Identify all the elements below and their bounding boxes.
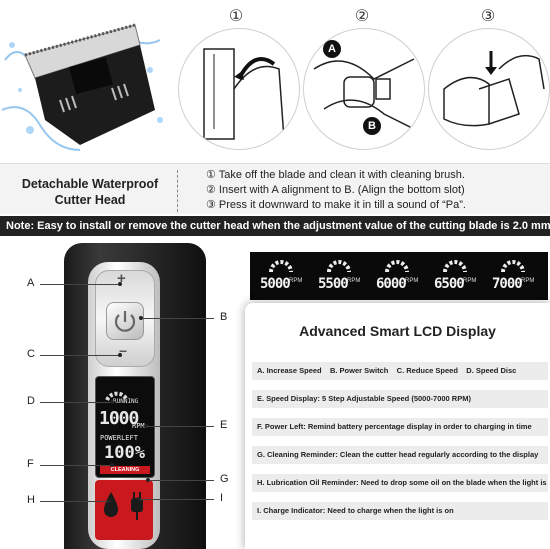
callout-c-line	[40, 355, 120, 356]
callout-i-line	[140, 499, 214, 500]
speed-level-4-unit: RPM	[463, 278, 477, 284]
callout-e: E	[220, 419, 228, 431]
callout-a: A	[27, 277, 35, 289]
step-3-illustration	[428, 28, 550, 150]
speed-level-1: 5000 RPM	[256, 256, 310, 298]
step-number-2: ②	[354, 8, 370, 25]
callout-b-dot	[139, 316, 143, 320]
callout-f-line	[40, 465, 112, 466]
callout-c: C	[27, 348, 35, 360]
lcd-speed-value: 1000	[99, 408, 139, 429]
callout-g-line	[149, 480, 214, 481]
speed-level-2: 5500 RPM	[314, 256, 368, 298]
speed-level-5: 7000 RPM	[488, 256, 542, 298]
blade-photo	[0, 0, 170, 160]
callout-i: I	[220, 492, 224, 504]
increase-speed-button[interactable]: +	[117, 270, 126, 287]
lcd-power-value: 100%	[104, 443, 145, 463]
speed-level-2-value: 5500	[318, 276, 349, 292]
callout-d-dot	[110, 400, 114, 404]
device-lcd: RUNNING 1000 RPM POWERLEFT 100% CLEANING	[95, 376, 155, 478]
instruction-separator	[177, 170, 178, 212]
cutter-head-title: Detachable Waterproof Cutter Head	[21, 177, 159, 207]
marker-b: B	[363, 117, 381, 135]
callout-b: B	[220, 311, 228, 323]
callout-d-line	[40, 402, 112, 403]
callout-b-line	[142, 318, 214, 319]
charge-plug-icon	[131, 492, 143, 520]
callout-h-line	[40, 501, 110, 502]
feature-lubrication-reminder: H. Lubrication Oil Reminder: Need to dro…	[252, 474, 548, 492]
speed-disc-icon	[385, 260, 409, 273]
callout-i-dot	[137, 497, 141, 501]
callout-e-dot	[144, 424, 148, 428]
lcd-rpm-label: RPM	[132, 422, 145, 430]
speed-level-3-unit: RPM	[405, 278, 419, 284]
callout-a-dot	[118, 282, 122, 286]
callout-a-line	[40, 284, 120, 285]
callout-h: H	[27, 494, 35, 506]
speed-level-1-unit: RPM	[289, 278, 303, 284]
callout-g-dot	[146, 478, 150, 482]
step-number-3: ③	[480, 8, 496, 25]
speed-disc-icon	[269, 260, 293, 273]
speed-disc-icon	[501, 260, 525, 273]
speed-level-3-value: 6000	[376, 276, 407, 292]
feature-charge-indicator: I. Charge Indicator: Need to charge when…	[252, 502, 548, 520]
lcd-running-label: RUNNING	[113, 398, 139, 405]
lcd-power-label: POWERLEFT	[100, 434, 138, 442]
speed-display-strip	[250, 252, 548, 300]
callout-c-dot	[118, 353, 122, 357]
legend-speed-disc: D. Speed Disc	[466, 366, 517, 375]
instruction-step-3: ③ Press it downward to make it in till a…	[206, 199, 466, 211]
speed-level-5-value: 7000	[492, 276, 523, 292]
speed-level-4-value: 6500	[434, 276, 465, 292]
legend-increase-speed: A. Increase Speed	[257, 366, 322, 375]
speed-level-3: 6000 RPM	[372, 256, 426, 298]
feature-power-left: F. Power Left: Remind battery percentage…	[252, 418, 548, 436]
speed-disc-icon	[443, 260, 467, 273]
step-1-illustration	[178, 28, 300, 150]
speed-level-1-value: 5000	[260, 276, 291, 292]
instruction-step-1: ① Take off the blade and clean it with c…	[206, 169, 465, 181]
power-icon	[114, 311, 136, 332]
reduce-speed-button[interactable]: −	[119, 343, 128, 359]
speed-level-2-unit: RPM	[347, 278, 361, 284]
speed-level-4: 6500 RPM	[430, 256, 484, 298]
installation-note: Note: Easy to install or remove the cutt…	[0, 216, 550, 236]
callout-f-dot	[110, 463, 114, 467]
callout-f: F	[27, 458, 34, 470]
feature-legend-row: A. Increase Speed B. Power Switch C. Red…	[252, 362, 548, 380]
speed-level-5-unit: RPM	[521, 278, 535, 284]
legend-power-switch: B. Power Switch	[329, 366, 389, 375]
power-button[interactable]	[106, 302, 144, 340]
oil-drop-icon	[104, 492, 118, 517]
instruction-band	[0, 163, 550, 214]
step-number-1: ①	[228, 8, 244, 25]
legend-reduce-speed: C. Reduce Speed	[396, 366, 458, 375]
callout-d: D	[27, 395, 35, 407]
feature-cleaning-reminder: G. Cleaning Reminder: Clean the cutter h…	[252, 446, 548, 464]
feature-speed-display: E. Speed Display: 5 Step Adjustable Spee…	[252, 390, 548, 408]
callout-e-line	[147, 426, 214, 427]
speed-disc-icon	[105, 391, 129, 402]
callout-h-dot	[108, 499, 112, 503]
callout-g: G	[220, 473, 229, 485]
marker-a: A	[323, 40, 341, 58]
step-2-illustration	[303, 28, 425, 150]
lcd-card-title: Advanced Smart LCD Display	[299, 323, 496, 339]
indicator-panel	[95, 480, 153, 540]
speed-disc-icon	[327, 260, 351, 273]
lcd-cleaning-indicator: CLEANING	[100, 466, 150, 474]
instruction-step-2: ② Insert with A alignment to B. (Align t…	[206, 184, 465, 196]
